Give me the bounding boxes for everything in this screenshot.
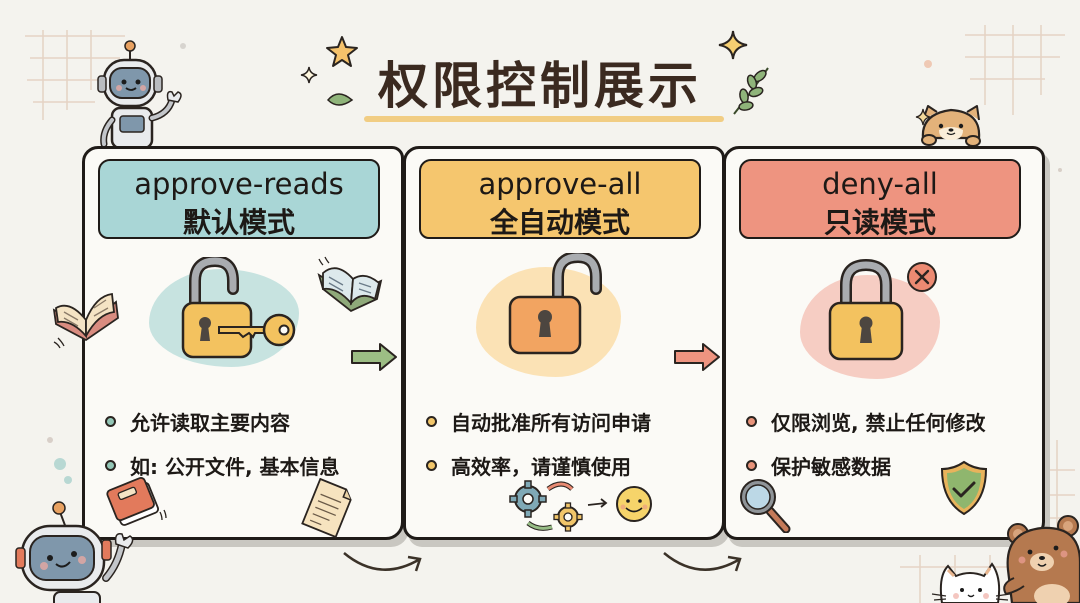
curved-arrow-icon [343, 552, 422, 572]
leaf-icon [326, 93, 354, 106]
arrow-right-icon [674, 343, 720, 371]
locked-padlock-icon [828, 259, 904, 361]
card-header-approve-reads: approve-reads 默认模式 [98, 159, 380, 239]
card-header-deny-all: deny-all 只读模式 [739, 159, 1021, 239]
bullet-item: 允许读取主要内容 [105, 399, 340, 443]
leaf-branch-icon [733, 67, 769, 115]
bullet-dot [746, 459, 757, 471]
gears-icon [509, 480, 652, 532]
open-book-icon [52, 292, 119, 349]
document-icon [301, 478, 352, 538]
bullet-item: 仅限浏览, 禁止任何修改 [746, 399, 986, 443]
grid-doodle-top-right [965, 25, 1065, 115]
robot-icon [97, 40, 182, 148]
bullet-item: 保护敏感数据 [746, 443, 986, 487]
padlock-with-key-icon [181, 257, 296, 359]
shield-check-icon [940, 460, 988, 516]
bullet-text: 仅限浏览, 禁止任何修改 [771, 410, 986, 435]
open-book-icon [317, 256, 383, 313]
card-approve-all[interactable]: approve-all 全自动模式 自动批准所有访问申请 高效率，请谨慎使用 [403, 146, 725, 540]
bullet-dot [426, 415, 437, 427]
title-area: 权限控制展示 [300, 28, 780, 128]
bullet-text: 保护敏感数据 [771, 454, 891, 479]
mode-id: deny-all [822, 167, 938, 201]
bullet-dot [426, 459, 437, 471]
bullet-text: 允许读取主要内容 [130, 410, 290, 435]
mode-name: 全自动模式 [489, 206, 630, 239]
magnifier-icon [740, 479, 791, 533]
mode-id: approve-all [478, 167, 642, 201]
bear-icon [1003, 515, 1080, 603]
bullet-list: 自动批准所有访问申请 高效率，请谨慎使用 [426, 399, 651, 487]
red-book-icon [106, 477, 167, 526]
robot-icon [15, 501, 134, 603]
curved-arrow-icon [663, 552, 742, 572]
sparkle-icon [718, 30, 748, 60]
star-icon [326, 36, 358, 67]
dog-icon [921, 105, 981, 147]
mode-name: 默认模式 [182, 206, 295, 239]
page-title: 权限控制展示 [378, 57, 702, 115]
cat-icon [931, 562, 1010, 603]
bullet-dot [105, 415, 116, 427]
bullet-dot [105, 459, 116, 471]
bullet-text: 自动批准所有访问申请 [451, 410, 651, 435]
arrow-right-icon [351, 343, 397, 371]
bullet-item: 自动批准所有访问申请 [426, 399, 651, 443]
open-padlock-icon [508, 253, 602, 355]
card-deny-all[interactable]: deny-all 只读模式 仅限浏览, 禁止任何修改 保护敏感数据 [723, 146, 1045, 540]
grid-doodle-top-left [25, 30, 125, 120]
bullet-dot [746, 415, 757, 427]
card-header-approve-all: approve-all 全自动模式 [419, 159, 701, 239]
bullet-text: 高效率，请谨慎使用 [451, 454, 631, 479]
mode-id: approve-reads [134, 167, 344, 201]
mode-name: 只读模式 [823, 206, 936, 239]
bullet-text: 如: 公开文件, 基本信息 [130, 454, 340, 479]
title-underline [364, 116, 724, 122]
card-approve-reads[interactable]: approve-reads 默认模式 允许读取主要内容 如: 公开文件, 基本信… [82, 146, 404, 540]
bullet-item: 如: 公开文件, 基本信息 [105, 443, 340, 487]
sparkle-icon [915, 108, 931, 126]
sparkle-icon [300, 66, 318, 84]
bullet-list: 允许读取主要内容 如: 公开文件, 基本信息 [105, 399, 340, 487]
bullet-item: 高效率，请谨慎使用 [426, 443, 651, 487]
close-circle-icon [907, 262, 937, 292]
bullet-list: 仅限浏览, 禁止任何修改 保护敏感数据 [746, 399, 986, 487]
